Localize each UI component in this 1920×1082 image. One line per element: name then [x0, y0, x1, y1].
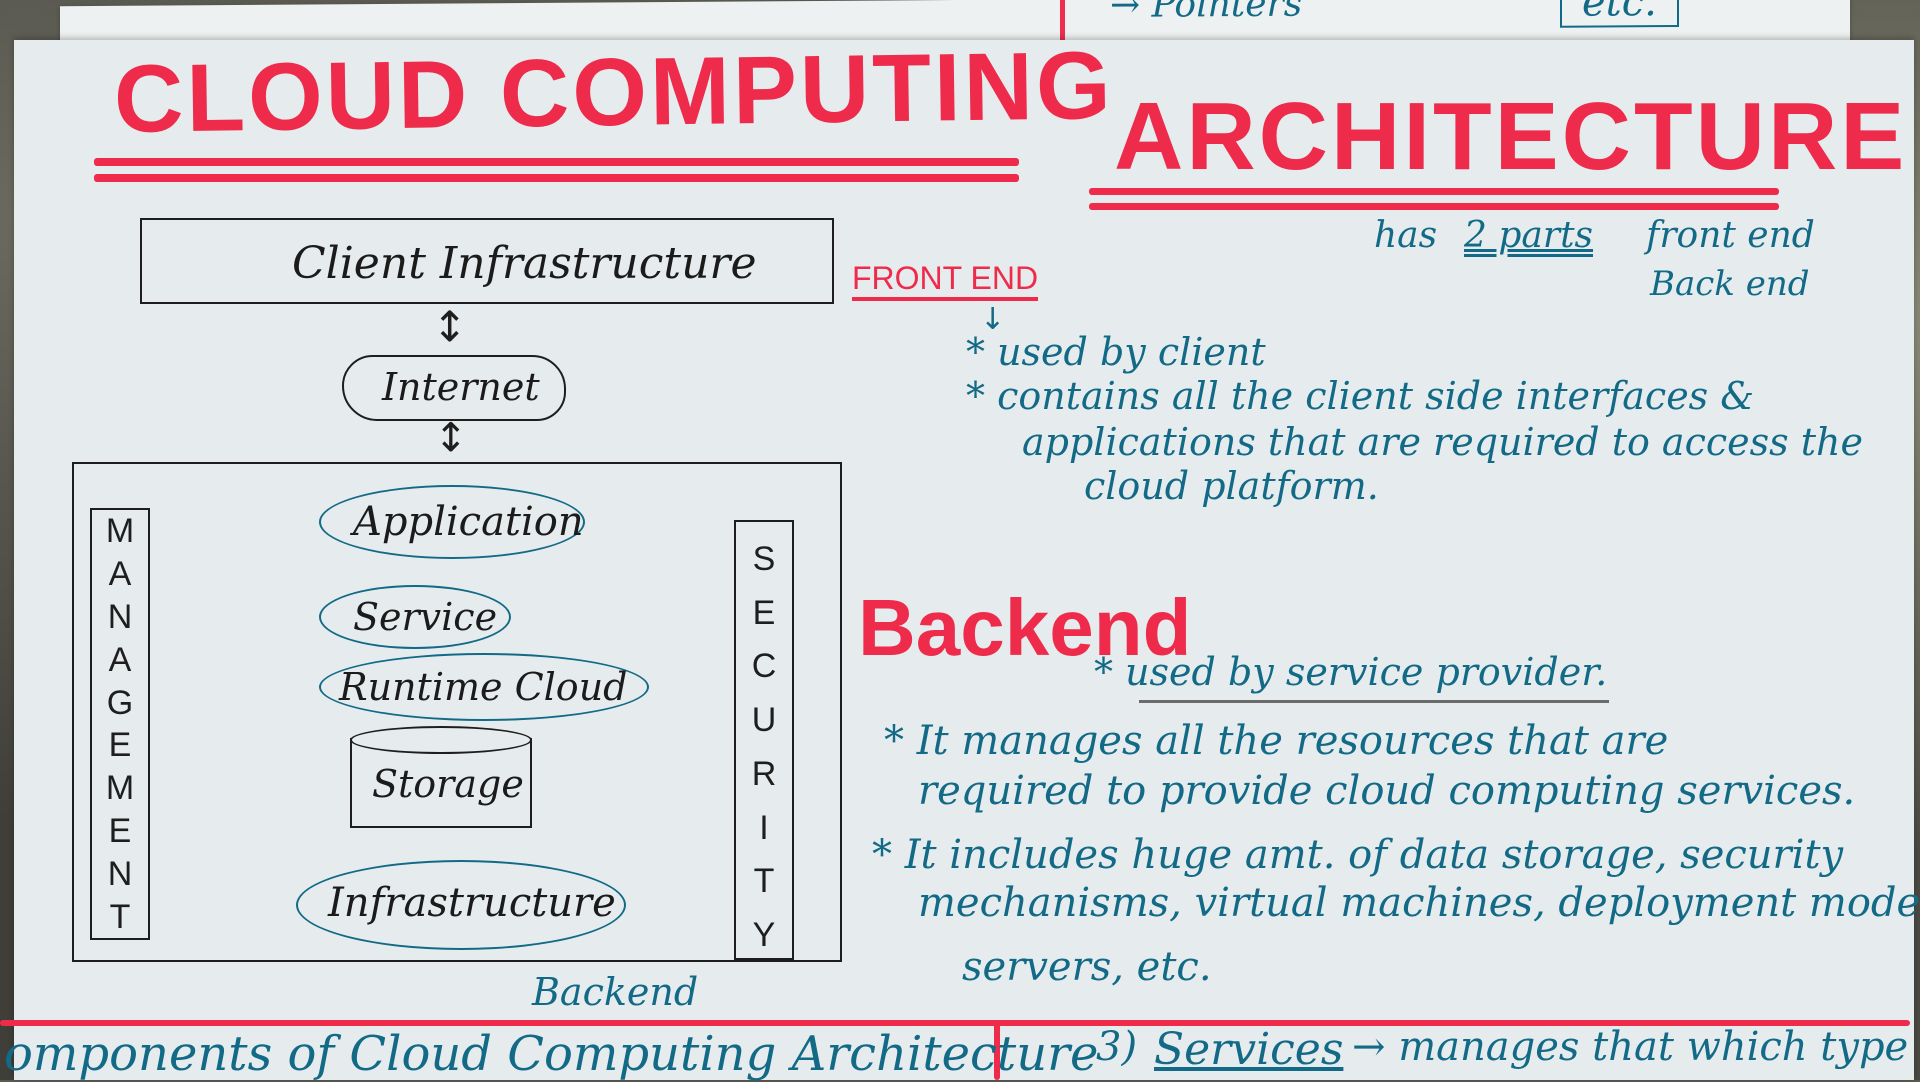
backend-point-3-cont: mechanisms, virtual machines, deployment… — [918, 880, 1920, 926]
intro-emphasis: 2 parts — [1464, 215, 1594, 256]
front-end-heading: FRONT END — [852, 260, 1039, 301]
backend-diagram-label: Backend — [532, 970, 699, 1014]
bottom-vertical-divider — [994, 1020, 1000, 1080]
bottom-right-emphasis: Services — [1154, 1024, 1344, 1075]
top-fragment-right: → Pointers — [1110, 0, 1303, 26]
bottom-right-text: → manages that which type — [1352, 1024, 1909, 1070]
security-letter: S — [752, 540, 776, 578]
backend-diagram-box — [72, 462, 842, 962]
notebook-page: CLOUD COMPUTING ARCHITECTURE has 2 parts… — [0, 32, 1920, 1082]
management-letter: N — [107, 597, 133, 636]
backend-point-1-underline — [1139, 700, 1609, 703]
security-letter: Y — [752, 915, 776, 954]
title-underline-2 — [94, 174, 1019, 182]
internet-cloud-shape: Internet — [342, 355, 566, 421]
backend-point-1: * used by service provider. — [1094, 650, 1608, 694]
cylinder-top — [350, 726, 532, 754]
security-letter: R — [751, 754, 777, 793]
internet-label: Internet — [382, 365, 540, 409]
up-down-arrow-icon: ↕ — [434, 415, 468, 461]
front-end-point-2: * contains all the client side interface… — [966, 374, 1755, 418]
client-infrastructure-label: Client Infrastructure — [292, 238, 757, 289]
backend-point-2: * It manages all the resources that are — [884, 718, 1669, 764]
top-fragment-tag: etc. — [1560, 0, 1679, 28]
title-part2: ARCHITECTURE — [1114, 83, 1908, 190]
layer-runtime-cloud: Runtime Cloud — [319, 653, 649, 721]
layer-service-label: Service — [353, 595, 498, 639]
management-letter: G — [106, 683, 134, 722]
intro-prefix: has — [1374, 215, 1438, 256]
layer-storage-label: Storage — [372, 762, 524, 806]
bottom-divider — [0, 1020, 1910, 1026]
front-end-point-1: * used by client — [966, 330, 1266, 374]
title-part1: CLOUD COMPUTING — [113, 32, 1115, 153]
layer-storage-cylinder: Storage — [350, 726, 532, 828]
management-letter: E — [108, 726, 132, 765]
bottom-right-number: 3) — [1096, 1024, 1138, 1070]
title-underline-3 — [1089, 188, 1779, 195]
down-arrow-icon: ↓ — [980, 302, 1006, 337]
management-letter: M — [105, 769, 135, 808]
front-end-point-2-end: cloud platform. — [1084, 464, 1379, 508]
backend-point-3-end: servers, etc. — [962, 944, 1212, 990]
management-letter: E — [108, 812, 132, 851]
management-letter: T — [109, 897, 131, 936]
layer-application-label: Application — [353, 499, 584, 545]
management-letter: A — [108, 554, 132, 593]
intro-back-end: Back end — [1650, 264, 1810, 304]
layer-infrastructure: Infrastructure — [296, 860, 626, 950]
layer-application: Application — [319, 485, 585, 559]
security-letter: T — [753, 862, 775, 901]
backend-heading: Backend — [858, 583, 1192, 672]
title-underline-1 — [94, 158, 1019, 166]
layer-infrastructure-label: Infrastructure — [328, 880, 616, 926]
security-letter: U — [751, 701, 777, 740]
layer-runtime-cloud-label: Runtime Cloud — [339, 665, 628, 709]
management-letter: A — [108, 640, 132, 679]
front-end-point-2-cont: applications that are required to access… — [1022, 420, 1863, 464]
management-letter: N — [107, 855, 133, 893]
backend-point-3: * It includes huge amt. of data storage,… — [872, 832, 1844, 878]
management-letter: M — [105, 512, 135, 550]
security-letter: C — [751, 647, 777, 686]
intro-front-end: front end — [1646, 215, 1815, 256]
title-underline-4 — [1089, 203, 1779, 210]
backend-point-2-cont: required to provide cloud computing serv… — [918, 768, 1856, 814]
up-down-arrow-icon: ↕ — [432, 302, 468, 351]
security-letter: I — [759, 808, 769, 847]
layer-service: Service — [319, 585, 511, 649]
client-infrastructure-box: Client Infrastructure — [140, 218, 834, 304]
security-letter: E — [752, 593, 776, 632]
bottom-left-heading: omponents of Cloud Computing Architectur… — [4, 1026, 1099, 1082]
